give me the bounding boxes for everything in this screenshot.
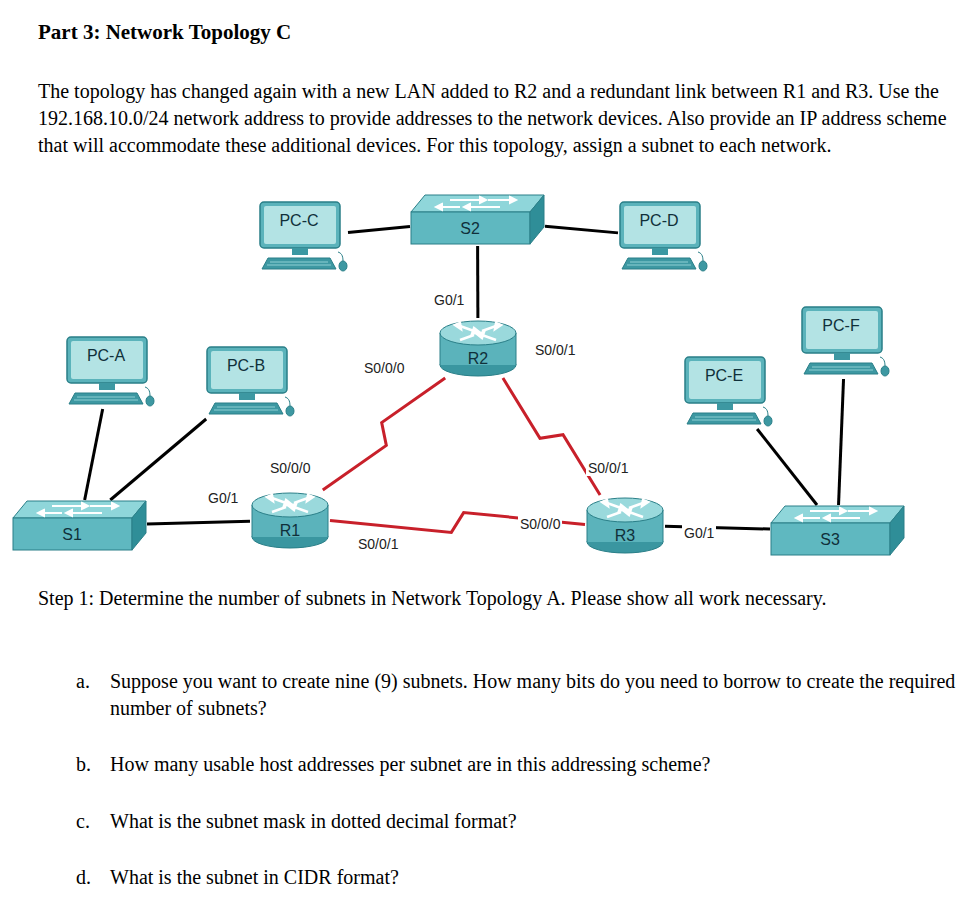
interface-label: S0/0/1 (586, 460, 630, 476)
device-label: PC-E (683, 367, 765, 385)
interface-label: S0/0/0 (362, 360, 406, 376)
ethernet-link (757, 429, 817, 505)
pc-icon: PC-A (65, 335, 155, 409)
device-label: S3 (770, 531, 890, 549)
intro-paragraph: The topology has changed again with a ne… (38, 78, 963, 159)
device-label: PC-D (618, 212, 700, 230)
page-title: Part 3: Network Topology C (38, 20, 291, 45)
ethernet-link (147, 521, 250, 524)
device-label: R1 (250, 522, 330, 540)
device-drawing (65, 335, 155, 409)
switch-icon: S2 (410, 194, 545, 246)
device-drawing (800, 305, 890, 379)
question-text: What is the subnet mask in dotted decima… (110, 808, 960, 835)
device-label: PC-F (800, 317, 882, 335)
router-icon: R1 (250, 490, 330, 550)
device-label: R3 (585, 527, 665, 545)
serial-link (330, 513, 585, 533)
device-drawing (438, 318, 518, 378)
interface-label: S0/0/0 (268, 460, 312, 476)
device-label: S2 (410, 220, 530, 238)
switch-icon: S1 (12, 500, 147, 552)
ethernet-link (665, 526, 770, 529)
question-letter: b. (76, 751, 91, 778)
device-label: S1 (12, 526, 132, 544)
device-drawing (205, 345, 295, 419)
pc-icon: PC-B (205, 345, 295, 419)
ethernet-link (545, 226, 618, 233)
device-label: R2 (438, 350, 518, 368)
device-label: PC-A (65, 347, 147, 365)
question-letter: a. (76, 668, 90, 695)
question-text: What is the subnet in CIDR format? (110, 864, 960, 891)
device-drawing (618, 200, 708, 274)
pc-icon: PC-D (618, 200, 708, 274)
device-drawing (258, 200, 348, 274)
serial-link (503, 378, 600, 495)
switch-icon: S3 (770, 505, 905, 557)
device-drawing (585, 495, 665, 555)
ethernet-link (476, 246, 479, 318)
question-text: Suppose you want to create nine (9) subn… (110, 668, 960, 722)
interface-label: G0/1 (206, 490, 240, 506)
device-label: PC-B (205, 357, 287, 375)
question-letter: d. (76, 864, 91, 891)
ethernet-link (110, 419, 206, 500)
question-letter: c. (76, 808, 90, 835)
interface-label: S0/0/1 (533, 342, 577, 358)
pc-icon: PC-F (800, 305, 890, 379)
ethernet-link (839, 379, 844, 505)
interface-label: G0/1 (432, 292, 466, 308)
pc-icon: PC-C (258, 200, 348, 274)
device-drawing (683, 355, 773, 429)
device-label: PC-C (258, 212, 340, 230)
router-icon: R2 (438, 318, 518, 378)
ethernet-link (348, 227, 410, 233)
serial-link (323, 378, 445, 490)
ethernet-link (85, 409, 103, 500)
pc-icon: PC-E (683, 355, 773, 429)
question-text: How many usable host addresses per subne… (110, 751, 960, 778)
interface-label: G0/1 (682, 525, 716, 541)
interface-label: S0/0/1 (356, 536, 400, 552)
device-drawing (250, 490, 330, 550)
step-text: Step 1: Determine the number of subnets … (38, 585, 938, 612)
router-icon: R3 (585, 495, 665, 555)
interface-label: S0/0/0 (518, 516, 562, 532)
